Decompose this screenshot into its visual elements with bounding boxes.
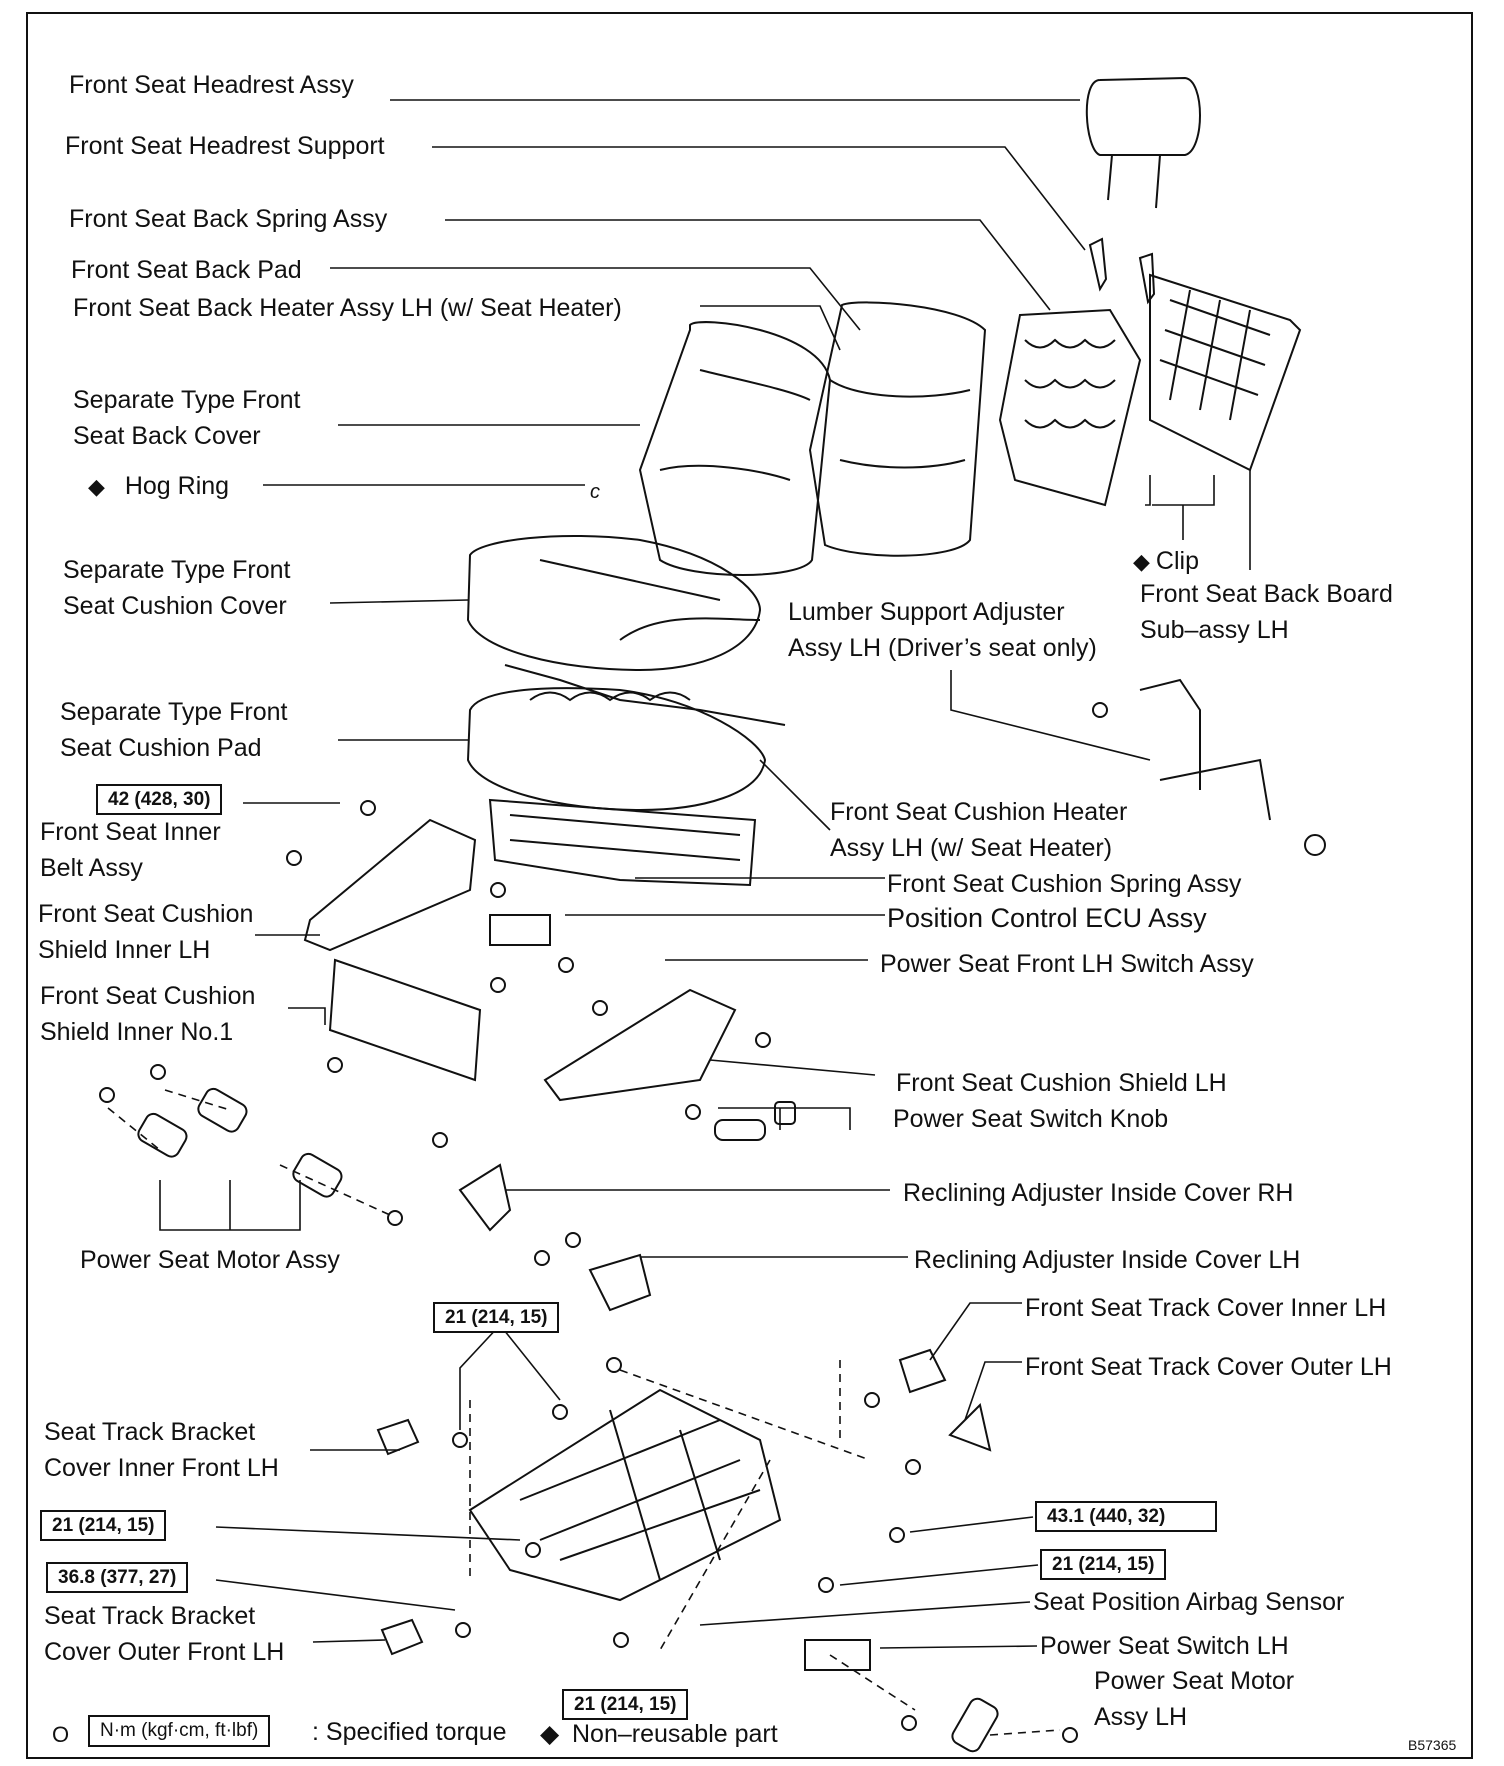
legend-circle-mark: O (52, 1722, 70, 1747)
label-bracket-inner-1: Seat Track Bracket (44, 1418, 256, 1446)
label-switch-lh: Power Seat Switch LH (1040, 1632, 1289, 1660)
leader-lines (159, 99, 1251, 1720)
cushion-pad-drawing (466, 664, 786, 812)
clip-text: Clip (1155, 547, 1199, 575)
label-back-spring-assy: Front Seat Back Spring Assy (69, 205, 388, 233)
label-position-ecu: Position Control ECU Assy (887, 903, 1207, 933)
label-back-pad: Front Seat Back Pad (71, 256, 302, 284)
label-airbag-sensor: Seat Position Airbag Sensor (1033, 1588, 1345, 1616)
label-cushion-heater-1: Front Seat Cushion Heater (830, 798, 1128, 826)
motors-drawing (137, 1087, 999, 1753)
label-lumber-1: Lumber Support Adjuster (788, 598, 1065, 626)
label-headrest-support: Front Seat Headrest Support (65, 132, 385, 160)
label-clip: ◆Clip (1133, 543, 1199, 580)
label-lumber-2: Assy LH (Driver’s seat only) (788, 634, 1097, 662)
label-cushion-pad-2: Seat Cushion Pad (60, 734, 262, 762)
seat-back-cover-drawing (638, 321, 832, 576)
label-cushion-pad-1: Separate Type Front (60, 698, 288, 726)
label-recl-lh: Reclining Adjuster Inside Cover LH (914, 1246, 1301, 1274)
torque-spec-track-top: 21 (214, 15) (433, 1302, 560, 1333)
seat-back-board-drawing (1149, 273, 1302, 472)
legend-unit-box: N·m (kgf·cm, ft·lbf) (88, 1715, 271, 1747)
dashed-lines (107, 1089, 1061, 1736)
label-track-outer: Front Seat Track Cover Outer LH (1025, 1353, 1392, 1381)
label-cushion-cover-2: Seat Cushion Cover (63, 592, 287, 620)
label-motor-lh-2: Assy LH (1094, 1703, 1188, 1731)
shields-drawing (303, 818, 796, 1141)
headrest-drawing (1085, 76, 1201, 305)
hog-ring-text: Hog Ring (124, 472, 230, 500)
bolts (99, 702, 1108, 1743)
label-back-cover-2: Seat Back Cover (73, 422, 261, 450)
label-shield-inner-no1-2: Shield Inner No.1 (40, 1018, 234, 1046)
diamond-icon: ◆ (88, 474, 105, 499)
label-bracket-inner-2: Cover Inner Front LH (44, 1454, 279, 1482)
label-motor-assy: Power Seat Motor Assy (80, 1246, 340, 1274)
label-back-board-1: Front Seat Back Board (1140, 580, 1393, 608)
cushion-cover-drawing (466, 534, 762, 672)
label-motor-lh-1: Power Seat Motor (1094, 1667, 1295, 1695)
label-cushion-heater-2: Assy LH (w/ Seat Heater) (830, 834, 1113, 862)
label-shield-inner-no1-1: Front Seat Cushion (40, 982, 256, 1010)
torque-spec-track-left: 21 (214, 15) (40, 1510, 167, 1541)
torque-spec-track-right-b: 21 (214, 15) (1040, 1549, 1167, 1580)
torque-spec-belt: 42 (428, 30) (96, 784, 223, 815)
torque-spec-track-left-lower: 36.8 (377, 27) (46, 1562, 189, 1593)
cushion-spring-drawing (488, 798, 757, 887)
torque-spec-track-bottom: 21 (214, 15) (562, 1689, 689, 1720)
label-back-cover-1: Separate Type Front (73, 386, 301, 414)
legend-diamond-icon: ◆ (540, 1720, 560, 1748)
label-inner-belt-2: Belt Assy (40, 854, 143, 882)
reclining-covers-drawing (458, 1163, 652, 1312)
label-bracket-outer-1: Seat Track Bracket (44, 1602, 256, 1630)
label-hog-ring: ◆ Hog Ring (88, 468, 229, 505)
label-track-inner: Front Seat Track Cover Inner LH (1025, 1294, 1387, 1322)
label-back-heater: Front Seat Back Heater Assy LH (w/ Seat … (73, 294, 622, 322)
seat-back-spring-drawing (998, 308, 1142, 507)
seat-track-drawing (468, 1388, 782, 1602)
label-bracket-outer-2: Cover Outer Front LH (44, 1638, 285, 1666)
label-back-board-2: Sub–assy LH (1140, 616, 1289, 644)
hog-ring-mark: c (590, 481, 600, 503)
diamond-icon: ◆ (1133, 549, 1150, 574)
label-headrest-assy: Front Seat Headrest Assy (69, 71, 354, 99)
diagram-frame (26, 12, 1473, 1759)
legend-torque-text: : Specified torque (312, 1718, 507, 1746)
seat-back-pad-drawing (808, 301, 987, 557)
label-recl-rh: Reclining Adjuster Inside Cover RH (903, 1179, 1294, 1207)
label-shield-inner-lh-1: Front Seat Cushion (38, 900, 254, 928)
legend-nonreusable-text: Non–reusable part (572, 1720, 778, 1748)
label-shield-lh: Front Seat Cushion Shield LH (896, 1069, 1227, 1097)
torque-spec-track-right-a: 43.1 (440, 32) (1035, 1501, 1218, 1532)
label-cushion-spring: Front Seat Cushion Spring Assy (887, 870, 1242, 898)
label-switch-knob: Power Seat Switch Knob (893, 1105, 1169, 1133)
label-cushion-cover-1: Separate Type Front (63, 556, 291, 584)
label-shield-inner-lh-2: Shield Inner LH (38, 936, 211, 964)
label-switch-front-lh: Power Seat Front LH Switch Assy (880, 950, 1254, 978)
figure-id: B57365 (1408, 1737, 1457, 1753)
misc-parts-drawing (376, 678, 1326, 1671)
label-inner-belt-1: Front Seat Inner (40, 818, 221, 846)
